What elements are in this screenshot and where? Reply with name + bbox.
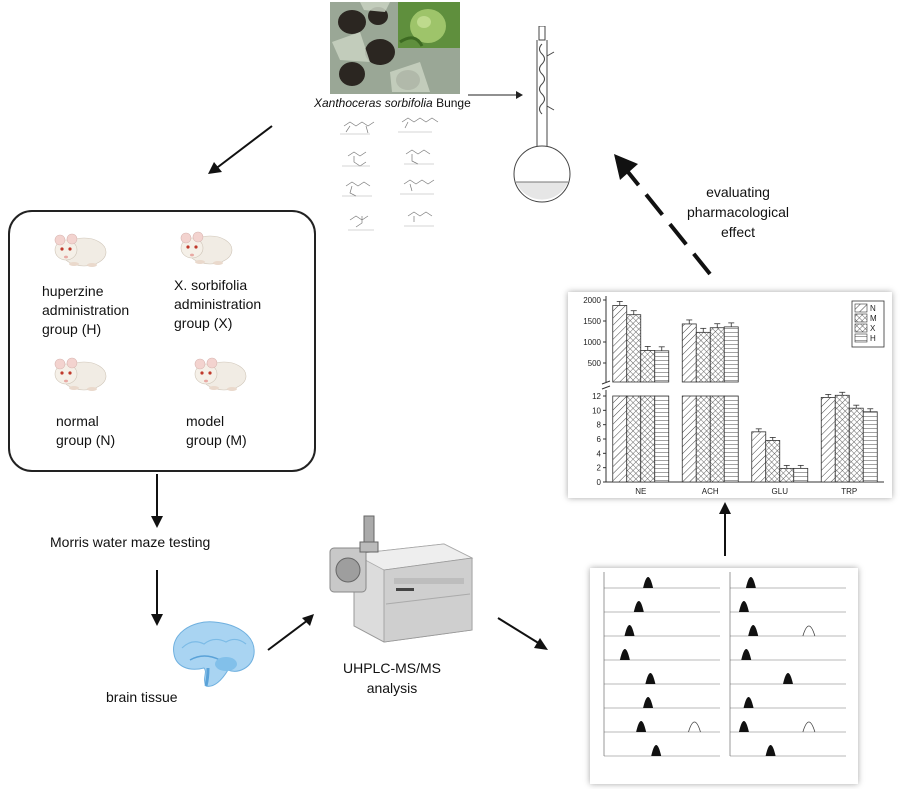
y-tick-label: 4 xyxy=(597,449,602,458)
arrow-groups-to-maze xyxy=(151,474,163,528)
arrow-brain-to-ms xyxy=(267,614,314,651)
x-tick-label: NE xyxy=(635,487,646,496)
y-tick-label: 12 xyxy=(592,392,601,401)
legend-label: N xyxy=(870,304,876,313)
chromatogram-peak xyxy=(643,577,654,588)
chromatogram-peak xyxy=(651,745,662,756)
brain-tissue-label: brain tissue xyxy=(106,689,178,705)
x-tick-label: TRP xyxy=(841,487,857,496)
bar xyxy=(612,395,628,483)
y-tick-label: 2000 xyxy=(583,296,601,305)
group-model-label: model group (M) xyxy=(186,413,247,448)
legend-swatch xyxy=(854,333,868,343)
bar xyxy=(723,326,739,383)
bar xyxy=(654,350,670,383)
y-tick-label: 8 xyxy=(597,421,602,430)
rat-icon-sorbifolia xyxy=(180,231,233,266)
effect-label: evaluating pharmacological effect xyxy=(687,184,789,240)
rat-icon-normal xyxy=(54,357,107,392)
y-tick-label: 1500 xyxy=(583,317,601,326)
bar xyxy=(793,467,809,483)
legend-swatch xyxy=(854,323,868,333)
chromatogram-peak xyxy=(738,721,749,732)
arrow-chromatograms-to-chart xyxy=(719,502,731,556)
bar xyxy=(640,350,656,383)
chromatogram-peak xyxy=(738,601,749,612)
bar xyxy=(654,395,670,483)
legend-label: X xyxy=(870,324,876,333)
arrow-ms-to-chromatograms xyxy=(497,617,548,650)
maze-testing-label: Morris water maze testing xyxy=(50,534,211,550)
chromatogram-peak xyxy=(783,673,793,684)
chromatogram-peak xyxy=(633,601,644,612)
x-tick-label: GLU xyxy=(772,487,789,496)
bar xyxy=(695,331,711,383)
group-sorbifolia-label: X. sorbifolia administration group (X) xyxy=(174,277,262,331)
legend-swatch xyxy=(854,303,868,313)
rat-icon-model xyxy=(194,357,247,392)
bar xyxy=(751,431,767,483)
ms-instrument-icon xyxy=(324,514,474,644)
chemical-structures xyxy=(338,112,462,248)
group-normal-label: normal group (N) xyxy=(56,413,116,448)
y-tick-label: 500 xyxy=(588,359,602,368)
bar xyxy=(640,395,656,483)
bar xyxy=(820,397,836,483)
arrow-effect-to-flask xyxy=(614,154,712,276)
plant-name: Xanthoceras sorbifolia Bunge xyxy=(314,96,471,110)
axis-break-mark xyxy=(601,385,611,390)
chromatogram-peak xyxy=(636,721,647,732)
chromatogram-peak xyxy=(765,745,776,756)
axis-break-mark xyxy=(601,380,611,385)
arrow-maze-to-brain xyxy=(151,570,163,626)
chromatogram-peak xyxy=(745,577,756,588)
bar xyxy=(779,467,795,483)
chromatogram-peak-open xyxy=(802,721,816,733)
bar xyxy=(709,395,725,483)
chromatogram-peak xyxy=(619,649,630,660)
chromatogram-peak-open xyxy=(802,625,816,637)
bar xyxy=(695,395,711,483)
legend-label: H xyxy=(870,334,876,343)
extraction-flask-icon xyxy=(512,25,572,204)
y-tick-label: 6 xyxy=(597,435,602,444)
bar xyxy=(681,395,697,483)
chromatogram-peak xyxy=(624,625,635,636)
bar xyxy=(848,407,864,483)
bar xyxy=(626,395,642,483)
x-tick-label: ACH xyxy=(702,487,719,496)
chromatogram-peak xyxy=(643,697,654,708)
bar xyxy=(765,440,781,483)
plant-photo xyxy=(330,2,460,94)
bar xyxy=(626,314,642,383)
brain-tissue-icon xyxy=(168,618,258,690)
rat-icon-huperzine xyxy=(54,233,107,268)
legend-label: M xyxy=(870,314,877,323)
bar xyxy=(681,323,697,383)
chromatogram-peak xyxy=(741,649,752,660)
bar xyxy=(723,395,739,483)
arrow-plant-to-groups xyxy=(208,125,273,174)
bar xyxy=(709,327,725,383)
y-tick-label: 10 xyxy=(592,406,601,415)
chromatogram-peak-open xyxy=(688,721,701,733)
chromatogram-peak xyxy=(645,673,656,684)
y-tick-label: 0 xyxy=(597,478,602,487)
ms-analysis-label: UHPLC-MS/MS analysis xyxy=(342,660,441,696)
groups-box xyxy=(8,210,316,472)
chromatogram-peak xyxy=(748,625,759,636)
y-tick-label: 1000 xyxy=(583,338,601,347)
y-tick-label: 2 xyxy=(597,464,602,473)
bar xyxy=(612,305,628,383)
chromatogram-panel xyxy=(590,568,858,784)
legend-swatch xyxy=(854,313,868,323)
chromatogram-peak xyxy=(743,697,754,708)
arrow-plant-to-flask xyxy=(468,91,523,99)
bar xyxy=(862,411,878,483)
bar xyxy=(834,394,850,483)
group-huperzine-label: huperzine administration group (H) xyxy=(42,283,130,337)
